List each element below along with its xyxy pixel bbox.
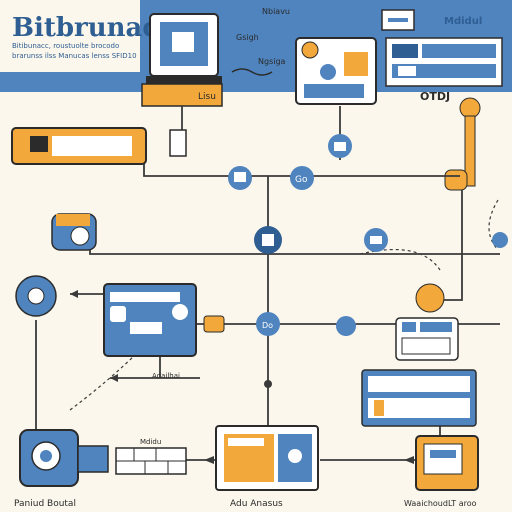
top-note-1: Nbiavu bbox=[262, 7, 290, 16]
top-right-panel bbox=[381, 9, 503, 87]
monitor-caption: Lisu bbox=[198, 92, 216, 102]
connector-dashed bbox=[69, 199, 499, 411]
monitor-icon bbox=[146, 13, 222, 84]
header-title: Bitbrunac bbox=[12, 13, 158, 43]
caption-bottom-mid-small: Mdidu bbox=[140, 438, 161, 446]
header-banner-paper bbox=[0, 0, 140, 72]
label-bottom-center: Adu Anasus bbox=[230, 499, 283, 509]
label-bottom-right: WaaichoudLT aroo bbox=[404, 499, 477, 508]
node-small-orange bbox=[203, 315, 225, 333]
header-subtitle-2: brarunss ilss Manucas lenss SFID10 bbox=[12, 52, 137, 60]
top-scribble bbox=[231, 68, 273, 76]
server-block bbox=[169, 129, 187, 157]
node-lock-icon bbox=[328, 134, 352, 158]
device-note: Ngsiga bbox=[258, 57, 286, 66]
node-mid-right-icon bbox=[336, 316, 356, 336]
bottom-center-window bbox=[215, 425, 319, 491]
database-icon bbox=[115, 447, 187, 475]
top-note-2: Gsigh bbox=[236, 33, 259, 42]
gear-icon bbox=[15, 275, 57, 317]
top-right-panel-label: Mdidul bbox=[444, 16, 482, 27]
projector-icon bbox=[19, 429, 109, 487]
center-left-window bbox=[103, 283, 197, 357]
node-do-label: Do bbox=[262, 321, 273, 330]
label-bottom-left: Paniud Boutal bbox=[14, 499, 76, 509]
header-subtitle-1: Bitibunacc, roustuolte brocodo bbox=[12, 42, 119, 50]
node-do-button[interactable]: Do bbox=[256, 312, 280, 336]
top-right-panel-code: OTDJ bbox=[420, 90, 450, 103]
node-far-right-icon bbox=[492, 232, 508, 248]
key-icon bbox=[444, 97, 481, 191]
device-panel-top bbox=[295, 37, 377, 105]
node-bottom-center bbox=[264, 380, 272, 388]
caption-mid-left: Adailhai bbox=[152, 372, 180, 380]
right-stack-panel bbox=[361, 369, 477, 427]
node-center-icon bbox=[254, 226, 282, 254]
folder-icon bbox=[395, 283, 459, 361]
node-chat-icon bbox=[228, 166, 252, 190]
camera-icon bbox=[51, 213, 97, 251]
bottom-right-window bbox=[415, 435, 479, 491]
node-go-button[interactable]: Go bbox=[290, 166, 314, 190]
node-right-icon bbox=[364, 228, 388, 252]
node-go-label: Go bbox=[295, 175, 308, 185]
arrowheads bbox=[70, 290, 414, 464]
left-tab-panel bbox=[11, 127, 147, 165]
